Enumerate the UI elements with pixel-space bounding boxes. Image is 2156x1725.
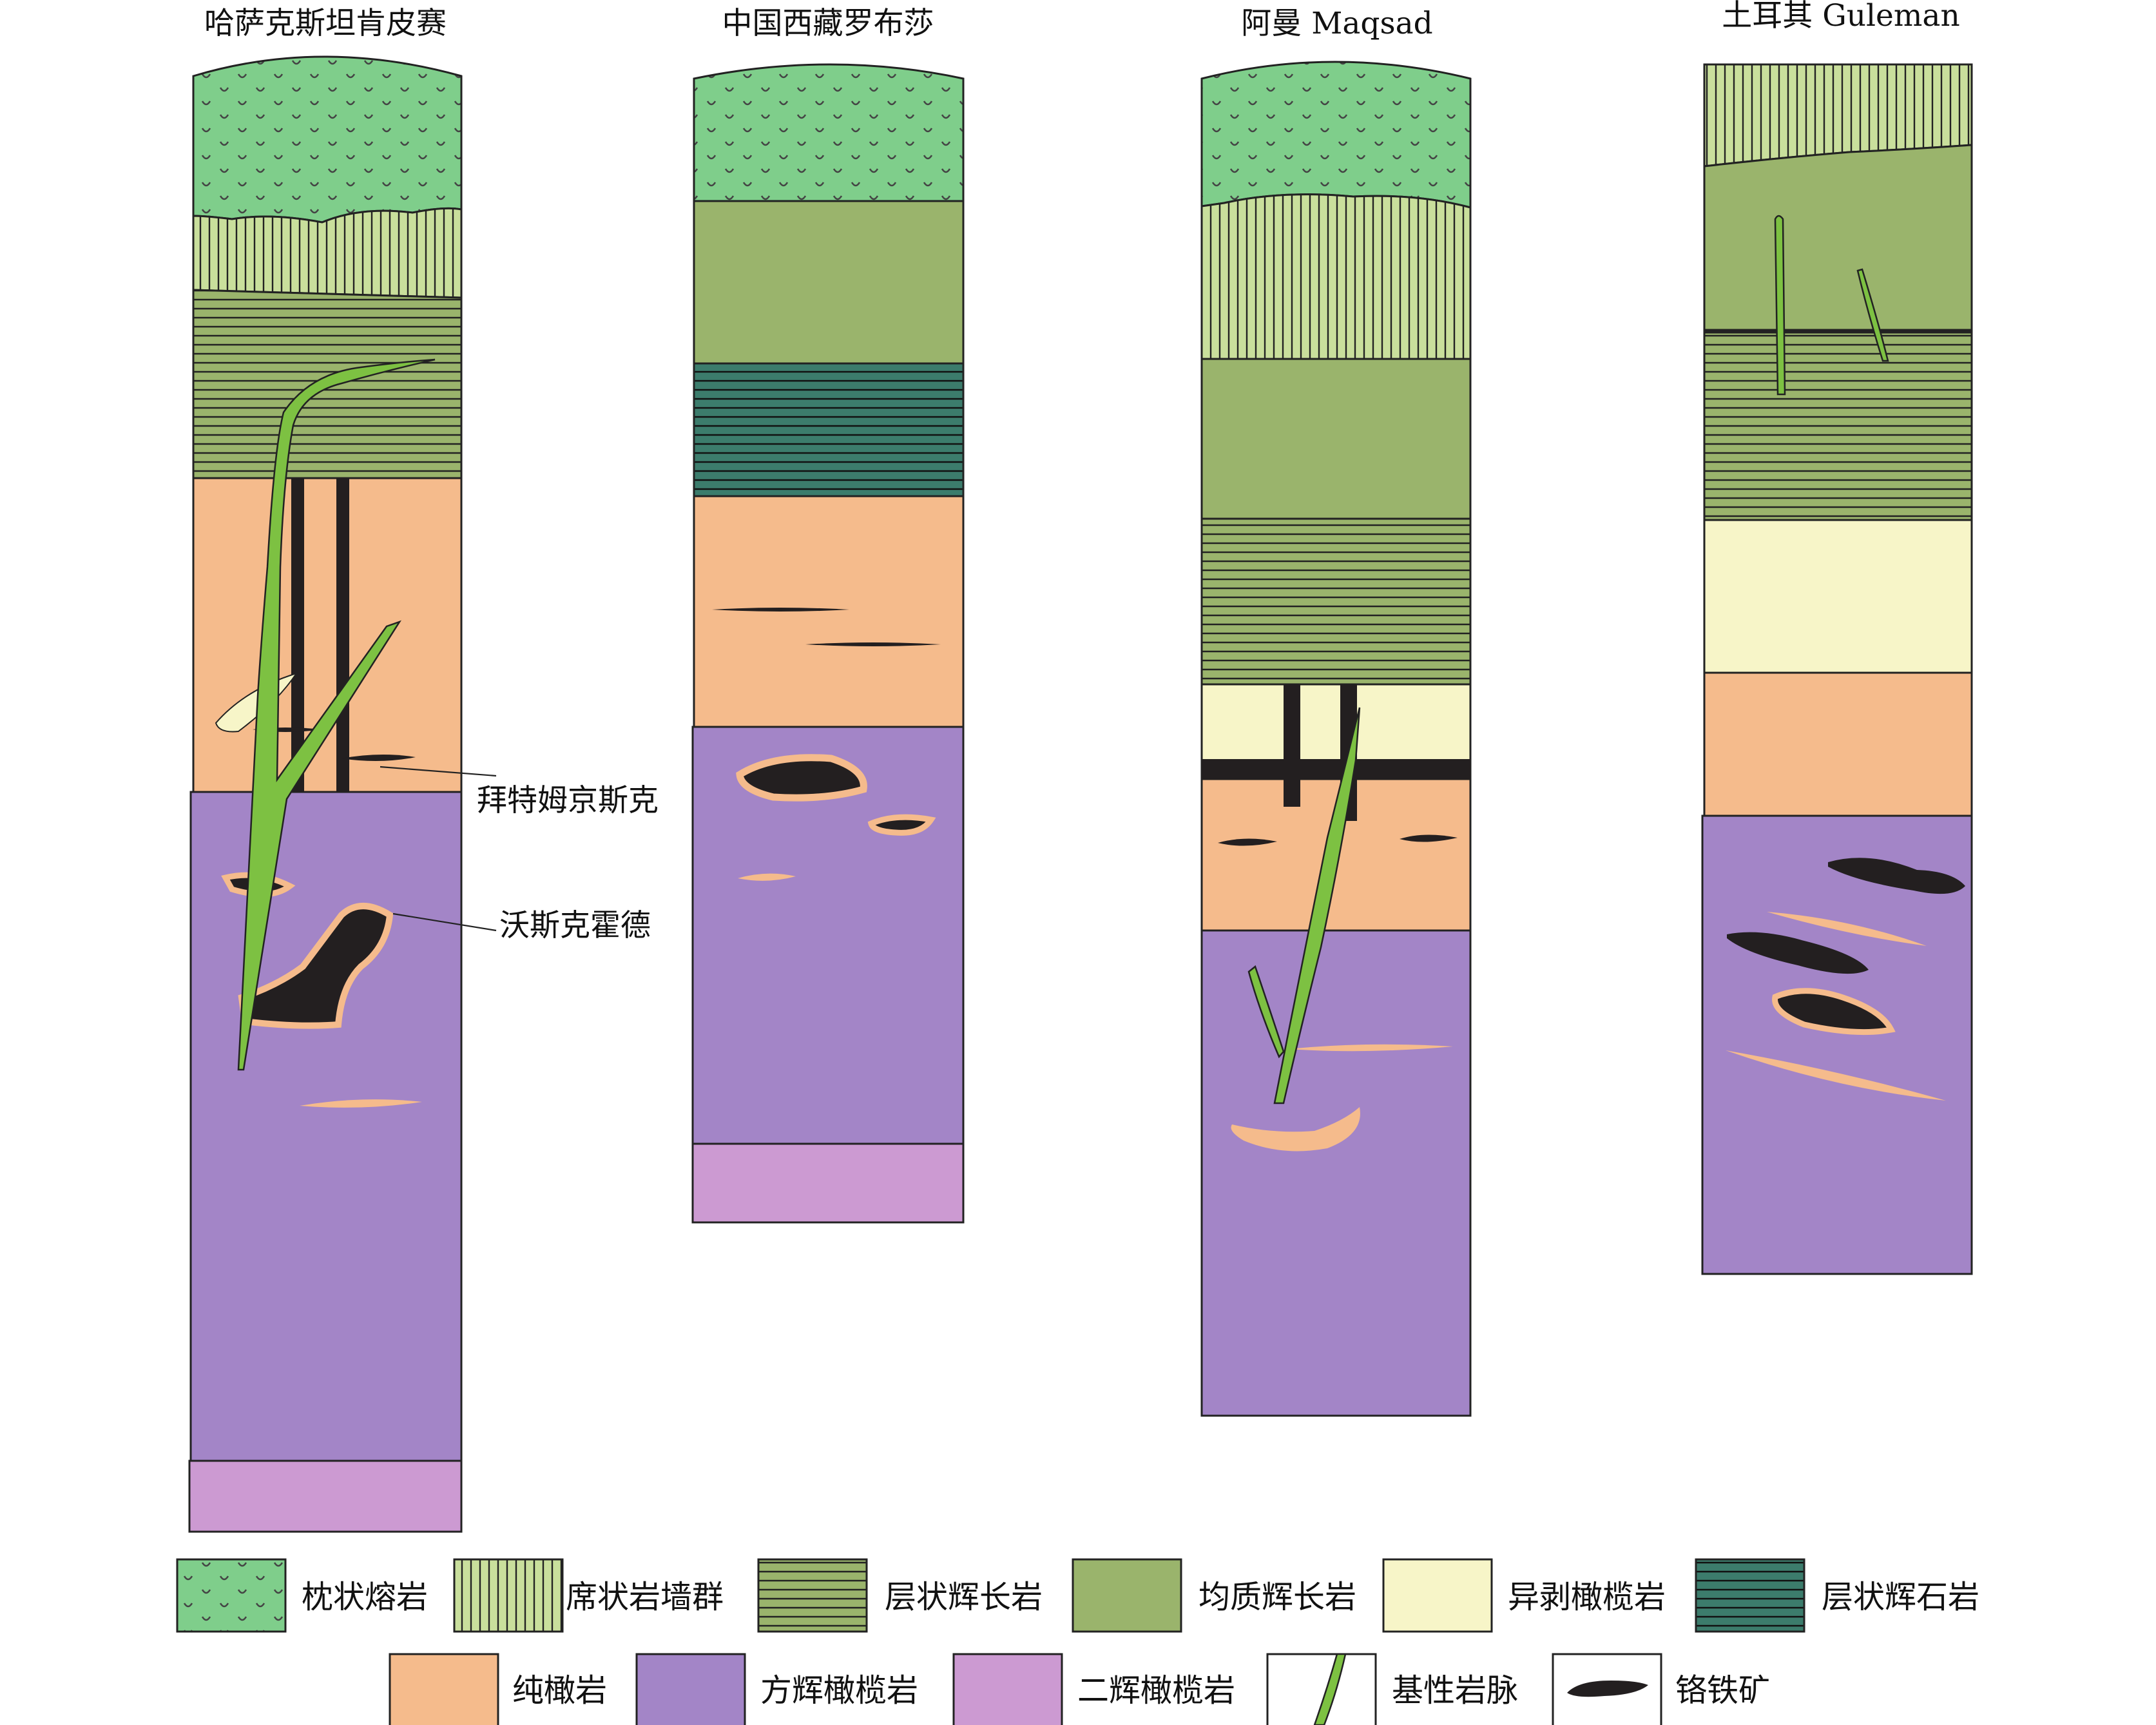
oman-harzburgite: [1200, 929, 1472, 1417]
turkey-dunite-lens-2: [1726, 1050, 1946, 1101]
kz-harzburgite: [189, 791, 463, 1462]
kz-chromitite-2: [342, 754, 416, 762]
legend-swatch-pillow-lava: [176, 1558, 287, 1633]
kz-callout-line-1: [380, 766, 497, 777]
legend-swatch-dunite: [389, 1653, 499, 1725]
kz-dark-dike-1: [291, 478, 304, 792]
oman-sheeted-dikes: [1200, 193, 1472, 360]
tibet-chromitite-1: [712, 608, 849, 612]
kz-dunite: [192, 477, 463, 793]
legend-swatch-layered-gabbro: [757, 1558, 868, 1633]
legend-label-pillow-lava: 枕状熔岩: [302, 1579, 428, 1615]
kz-callout-line-2: [392, 912, 497, 932]
legend-label-hetero-peridotite: 异剥橄榄岩: [1508, 1579, 1666, 1615]
tibet-chromitite-2: [805, 642, 941, 646]
turkey-chromitite-3: [1772, 988, 1896, 1036]
legend-swatch-sheeted-dikes: [453, 1558, 564, 1633]
legend-label-chromitite: 铬铁矿: [1675, 1672, 1770, 1709]
turkey-isotropic-gabbro: [1703, 144, 1973, 332]
kz-mafic-dike: [237, 358, 436, 1071]
column-tibet: [691, 63, 965, 1224]
oman-isotropic-gabbro: [1200, 358, 1472, 520]
legend-label-dunite: 纯橄岩: [512, 1672, 607, 1709]
tibet-dunite: [693, 495, 965, 728]
column-oman: [1200, 61, 1472, 1417]
tibet-dunite-lens: [738, 873, 796, 881]
legend-swatch-isotropic-gabbro: [1072, 1558, 1182, 1633]
legend-chromitite-icon: [1567, 1681, 1648, 1697]
legend-label-isotropic-gabbro: 均质辉长岩: [1198, 1579, 1356, 1615]
kz-chromitite-4: [238, 903, 394, 1029]
turkey-chromitite-1: [1828, 858, 1965, 894]
column-kz: [188, 55, 497, 1533]
legend-mafic-dike-icon: [1313, 1653, 1347, 1725]
tibet-chromitite-3: [736, 754, 867, 802]
turkey-layered-gabbro: [1703, 330, 1973, 521]
callout-label-2: 沃斯克霍德: [499, 908, 651, 943]
oman-dunite-lens-2: [1231, 1107, 1360, 1152]
legend-label-sheeted-dikes: 席状岩墙群: [566, 1579, 724, 1615]
legend-labels: 枕状熔岩 席状岩墙群 层状辉长岩 均质辉长岩 异剥橄榄岩 层状辉石岩 纯橄岩 方…: [302, 1579, 1979, 1709]
turkey-chromitite-2: [1727, 932, 1869, 974]
kz-dunite-lens: [300, 1099, 422, 1108]
kz-sheeted-dikes: [192, 207, 463, 299]
legend-label-mafic-dike: 基性岩脉: [1392, 1672, 1518, 1709]
turkey-hetero-peridotite: [1703, 519, 1973, 674]
tibet-lherzolite: [691, 1142, 965, 1224]
turkey-mafic-dike-2: [1856, 268, 1889, 362]
tibet-layered-pyroxenite: [693, 362, 965, 497]
oman-chromitite-2: [1400, 834, 1458, 842]
column-turkey: [1701, 63, 1973, 1275]
turkey-dunite: [1703, 671, 1973, 817]
legend: [176, 1558, 1805, 1725]
legend-label-layered-pyroxenite: 层状辉石岩: [1822, 1579, 1979, 1615]
kz-lherzolite: [188, 1460, 463, 1533]
oman-dunite-lens-1: [1289, 1044, 1453, 1052]
oman-mafic-dike: [1247, 707, 1361, 1104]
oman-dark-dike-1: [1284, 684, 1300, 807]
legend-swatch-lherzolite: [952, 1653, 1063, 1725]
oman-layered-gabbro: [1200, 517, 1472, 686]
column-title-kz: 哈萨克斯坦肯皮赛: [204, 6, 447, 41]
legend-label-harzburgite: 方辉橄榄岩: [760, 1672, 918, 1709]
oman-pillow-lava: [1200, 61, 1472, 209]
column-title-oman: 阿曼 Maqsad: [1241, 6, 1432, 41]
kz-dark-dike-2: [336, 478, 349, 792]
tibet-pillow-lava: [693, 63, 965, 202]
callout-label-1: 拜特姆京斯克: [477, 783, 659, 818]
legend-label-layered-gabbro: 层状辉长岩: [885, 1579, 1043, 1615]
turkey-dunite-lens-1: [1767, 912, 1927, 946]
tibet-chromitite-4: [867, 814, 936, 836]
legend-label-lherzolite: 二辉橄榄岩: [1077, 1672, 1235, 1709]
legend-swatch-hetero-peridotite: [1382, 1558, 1493, 1633]
tibet-isotropic-gabbro: [693, 200, 965, 365]
oman-chromitite-1: [1218, 838, 1277, 846]
kz-pillow-lava: [192, 55, 463, 224]
column-title-tibet: 中国西藏罗布莎: [722, 6, 934, 41]
legend-swatch-layered-pyroxenite: [1695, 1558, 1805, 1633]
legend-swatch-harzburgite: [635, 1653, 746, 1725]
column-title-turkey: 土耳其 Guleman: [1722, 0, 1959, 34]
turkey-mafic-dike-1: [1774, 215, 1786, 396]
oman-dark-band: [1202, 759, 1470, 779]
